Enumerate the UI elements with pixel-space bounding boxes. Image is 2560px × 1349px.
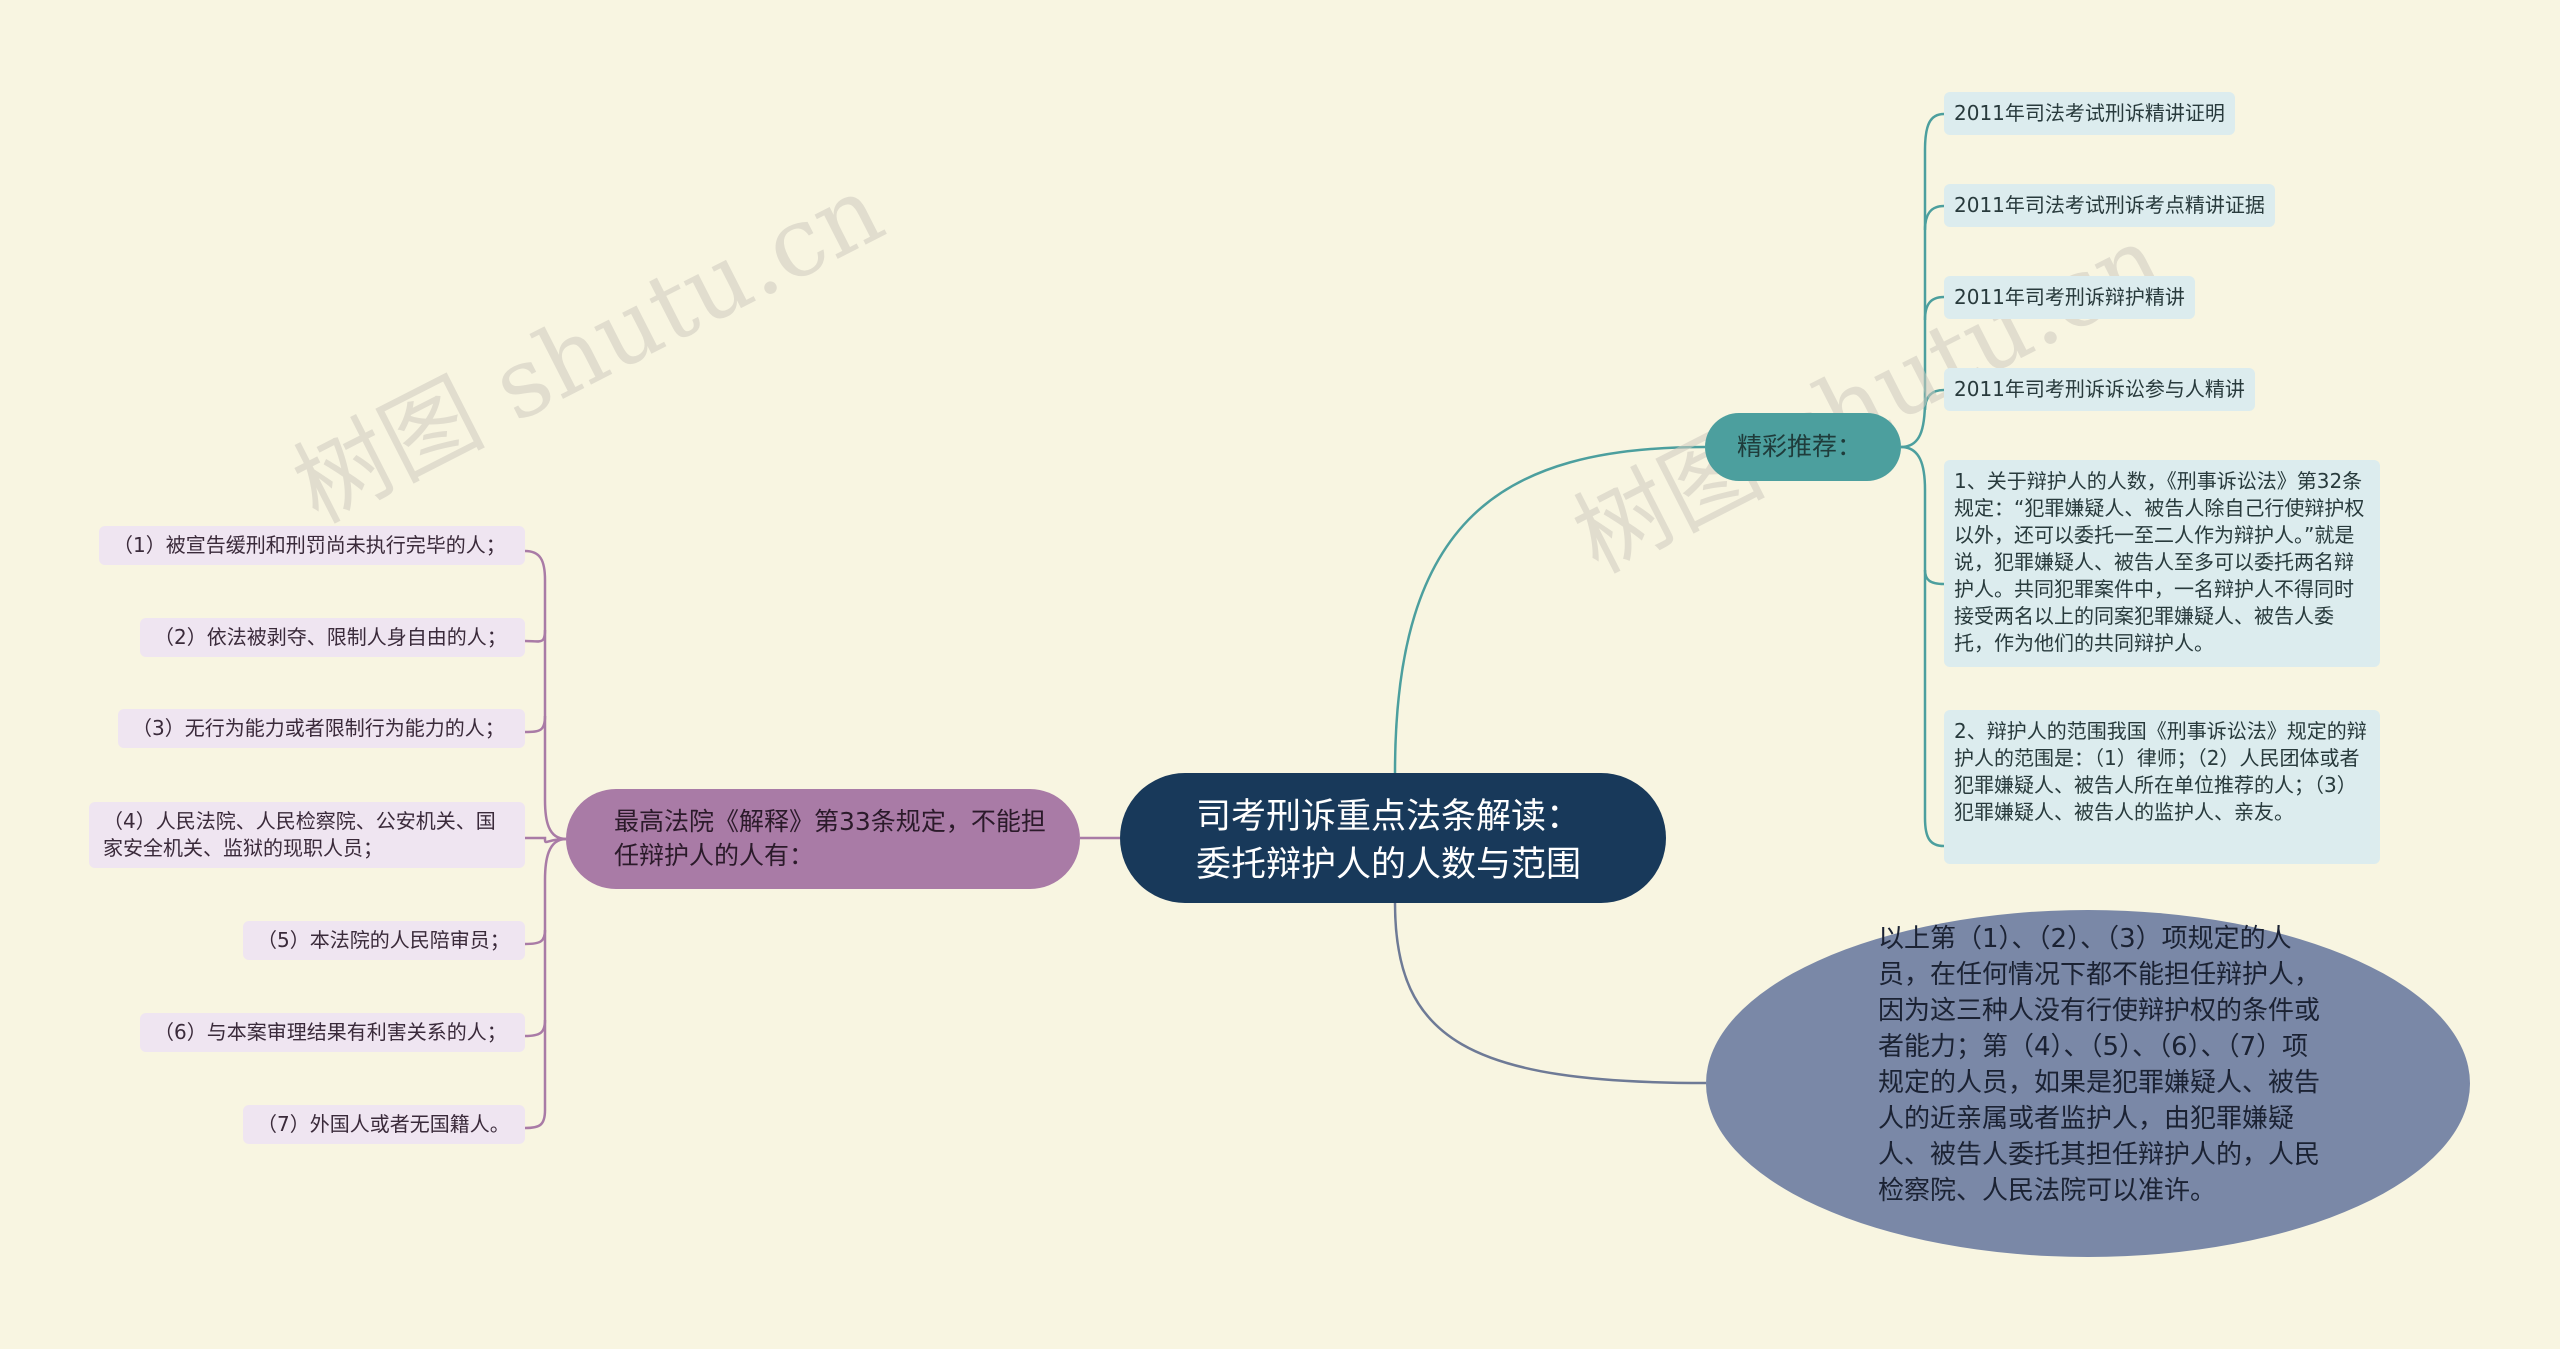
left-leaf-label: （2）依法被剥夺、限制人身自由的人； <box>154 625 507 649</box>
left-leaf-6[interactable]: （6）与本案审理结果有利害关系的人； <box>140 1013 525 1052</box>
note-topic[interactable]: 以上第（1）、（2）、（3）项规定的人员，在任何情况下都不能担任辩护人，因为这三… <box>1706 910 2470 1257</box>
recommend-link-1[interactable]: 2011年司法考试刑诉精讲证明 <box>1944 92 2235 135</box>
left-branch-topic[interactable]: 最高法院《解释》第33条规定，不能担任辩护人的人有： <box>566 789 1080 889</box>
recommend-topic[interactable]: 精彩推荐： <box>1705 413 1901 481</box>
root-title-line1: 司考刑诉重点法条解读： <box>1196 797 1582 837</box>
left-leaf-label: （1）被宣告缓刑和刑罚尚未执行完毕的人； <box>113 533 506 557</box>
recommend-label: 精彩推荐： <box>1737 432 1863 461</box>
recommend-text-label: 1、关于辩护人的人数，《刑事诉讼法》第32条规定：“犯罪嫌疑人、被告人除自己行使… <box>1954 469 2365 655</box>
recommend-text-label: 2、辩护人的范围我国《刑事诉讼法》规定的辩护人的范围是：（1）律师；（2）人民团… <box>1954 719 2367 824</box>
recommend-link-label: 2011年司考刑诉辩护精讲 <box>1954 285 2185 309</box>
recommend-link-label: 2011年司法考试刑诉精讲证明 <box>1954 101 2225 125</box>
note-text: 以上第（1）、（2）、（3）项规定的人员，在任何情况下都不能担任辩护人，因为这三… <box>1878 924 2321 1206</box>
left-branch-label: 最高法院《解释》第33条规定，不能担任辩护人的人有： <box>614 807 1046 870</box>
left-leaf-5[interactable]: （5）本法院的人民陪审员； <box>243 921 525 960</box>
root-title-line2: 委托辩护人的人数与范围 <box>1196 845 1582 885</box>
recommend-text-2[interactable]: 2、辩护人的范围我国《刑事诉讼法》规定的辩护人的范围是：（1）律师；（2）人民团… <box>1944 710 2380 864</box>
recommend-link-4[interactable]: 2011年司考刑诉诉讼参与人精讲 <box>1944 368 2255 411</box>
left-leaf-2[interactable]: （2）依法被剥夺、限制人身自由的人； <box>140 618 525 657</box>
root-topic[interactable]: 司考刑诉重点法条解读： 委托辩护人的人数与范围 <box>1120 773 1666 903</box>
left-leaf-1[interactable]: （1）被宣告缓刑和刑罚尚未执行完毕的人； <box>99 526 525 565</box>
left-leaf-7[interactable]: （7）外国人或者无国籍人。 <box>243 1105 525 1144</box>
recommend-link-label: 2011年司考刑诉诉讼参与人精讲 <box>1954 377 2245 401</box>
left-leaf-label: （3）无行为能力或者限制行为能力的人； <box>132 716 505 740</box>
left-leaf-label: （6）与本案审理结果有利害关系的人； <box>154 1020 507 1044</box>
left-leaf-3[interactable]: （3）无行为能力或者限制行为能力的人； <box>118 709 525 748</box>
left-leaf-4[interactable]: （4）人民法院、人民检察院、公安机关、国家安全机关、监狱的现职人员； <box>89 802 525 868</box>
recommend-link-3[interactable]: 2011年司考刑诉辩护精讲 <box>1944 276 2195 319</box>
recommend-text-1[interactable]: 1、关于辩护人的人数，《刑事诉讼法》第32条规定：“犯罪嫌疑人、被告人除自己行使… <box>1944 460 2380 667</box>
left-leaf-label: （4）人民法院、人民检察院、公安机关、国家安全机关、监狱的现职人员； <box>103 809 496 860</box>
recommend-link-2[interactable]: 2011年司法考试刑诉考点精讲证据 <box>1944 184 2275 227</box>
left-leaf-label: （5）本法院的人民陪审员； <box>257 928 510 952</box>
recommend-link-label: 2011年司法考试刑诉考点精讲证据 <box>1954 193 2265 217</box>
left-leaf-label: （7）外国人或者无国籍人。 <box>257 1112 510 1136</box>
